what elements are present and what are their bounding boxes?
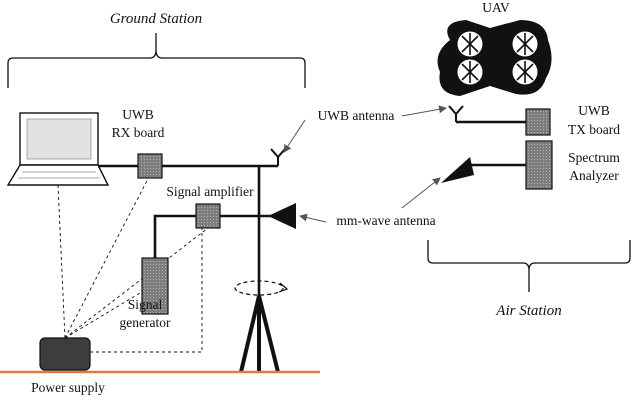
mmwave-antenna-label: mm-wave antenna (336, 213, 435, 228)
uav-icon (437, 20, 552, 96)
ground-station-brace (7, 33, 306, 88)
air-uwb-antenna-icon (448, 105, 464, 122)
power-supply-label: Power supply (31, 380, 105, 395)
air-station-label: Air Station (495, 303, 561, 319)
uwb-rx-label-line1: UWB (122, 107, 154, 122)
uwb-tx-board (525, 108, 551, 136)
signal-amplifier (195, 203, 221, 229)
power-supply (39, 337, 91, 371)
ground-mmwave-antenna-icon (268, 203, 296, 229)
callout-arrows (283, 105, 447, 223)
uwb-tx-label-line2: TX board (568, 122, 620, 137)
ground-uwb-antenna-icon (270, 148, 286, 166)
air-station-brace (427, 240, 631, 292)
ground-station-label: Ground Station (110, 11, 202, 27)
uwb-rx-board (137, 153, 163, 179)
uwb-tx-label-line1: UWB (578, 103, 610, 118)
spectrum-analyzer (525, 140, 553, 190)
signal-amplifier-label: Signal amplifier (166, 184, 254, 199)
rotation-icon (234, 280, 289, 296)
uav-label: UAV (482, 0, 510, 15)
laptop-icon (6, 112, 110, 186)
spectrum-analyzer-label-line1: Spectrum (568, 150, 620, 165)
uwb-antenna-label: UWB antenna (318, 108, 395, 123)
signal-generator-label-line1: Signal (128, 297, 163, 312)
spectrum-analyzer-label-line2: Analyzer (569, 168, 619, 183)
air-mmwave-antenna-icon (441, 157, 474, 183)
signal-generator-label-line2: generator (120, 315, 171, 330)
signal-generator (141, 257, 169, 315)
uwb-rx-label-line2: RX board (112, 125, 165, 140)
dashed-wiring (57, 174, 209, 353)
antenna-mast (239, 166, 280, 373)
cables (98, 164, 278, 262)
